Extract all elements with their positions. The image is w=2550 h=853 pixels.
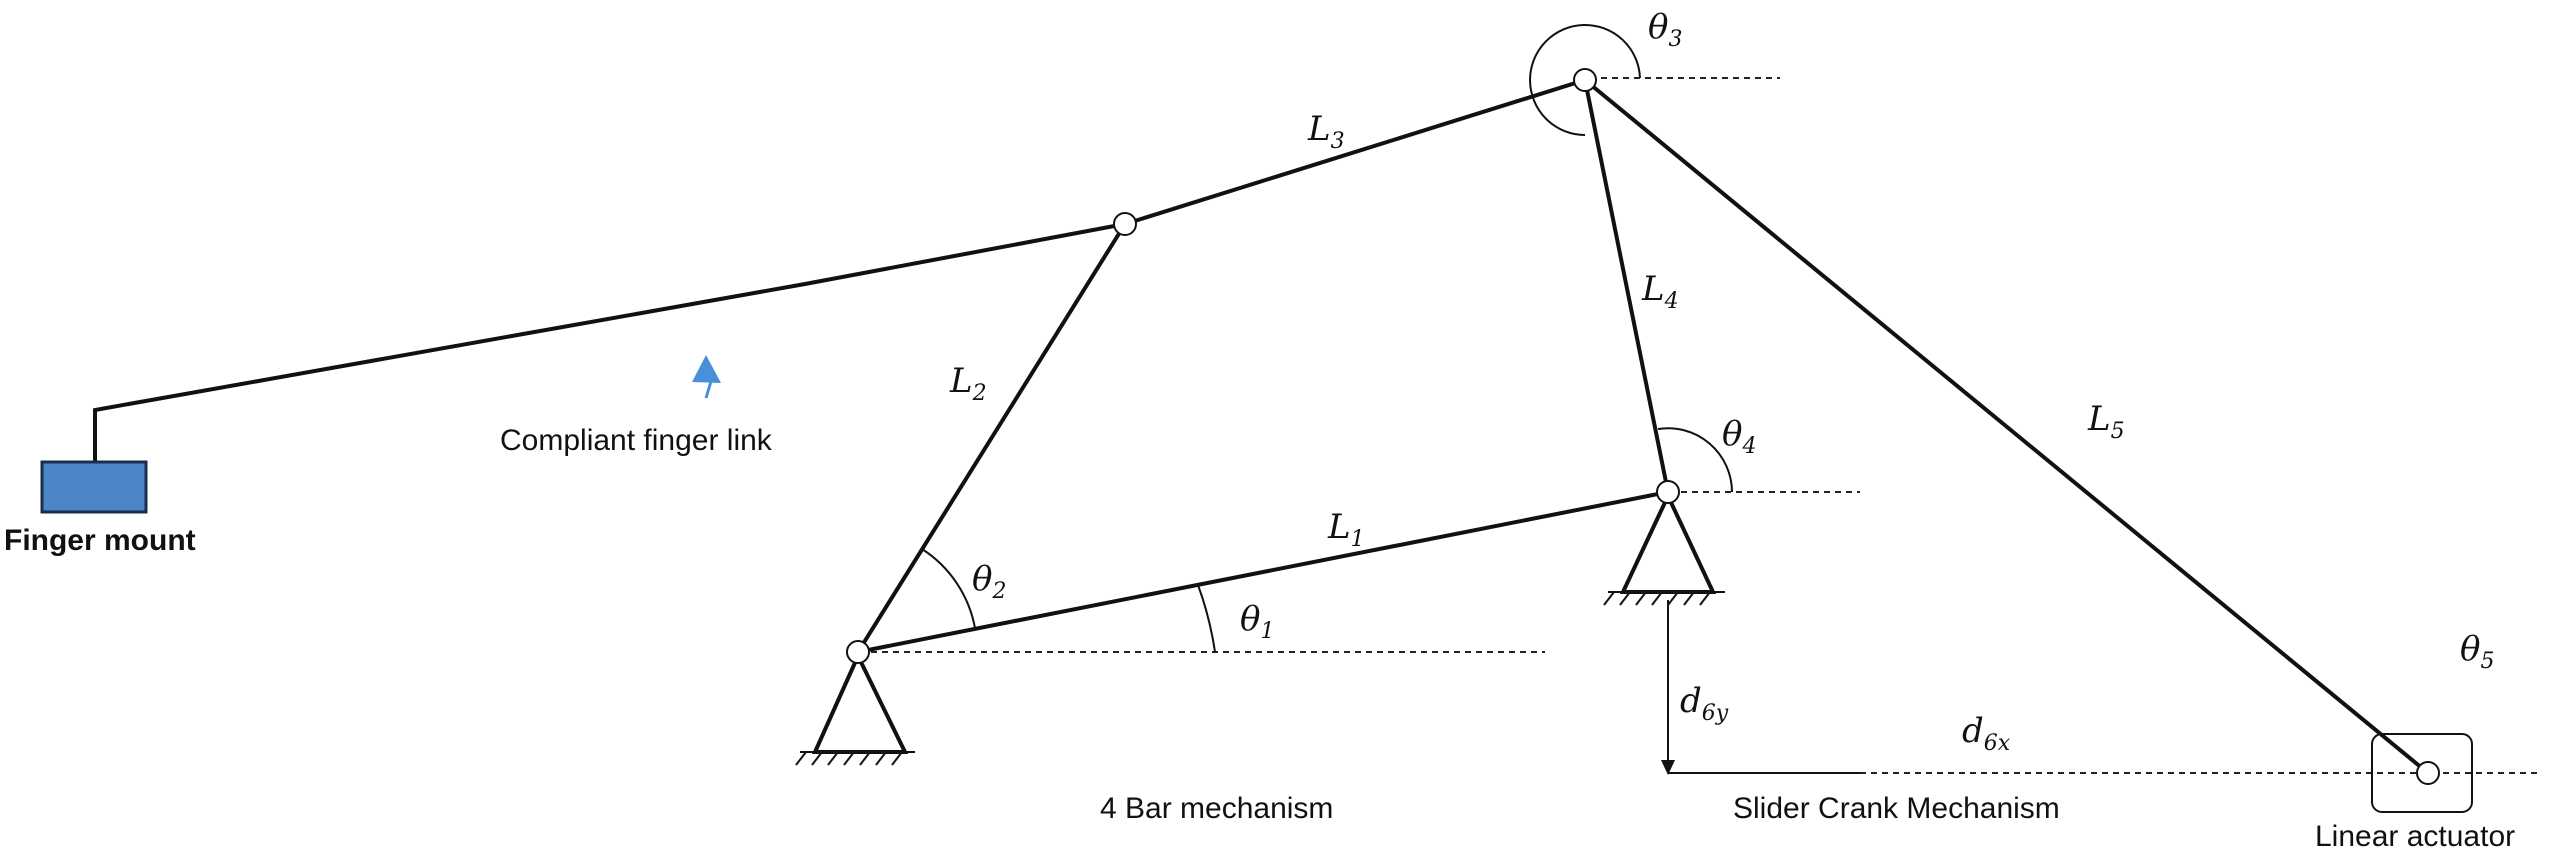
label-compliant-finger-link: Compliant finger link bbox=[500, 424, 773, 457]
label-L3: L3 bbox=[1307, 109, 1345, 154]
link-L2 bbox=[856, 222, 1127, 654]
theta3-arc bbox=[1529, 24, 1641, 136]
joint-slider bbox=[2416, 761, 2440, 785]
label-theta2: θ2 bbox=[972, 559, 1006, 604]
ground-support-right bbox=[1603, 491, 1725, 606]
compliant-finger-link bbox=[93, 222, 1127, 472]
link-L4 bbox=[1583, 78, 1670, 494]
label-d6y: d6y bbox=[1680, 681, 1729, 726]
ground-support-left bbox=[795, 651, 915, 766]
label-theta5: θ5 bbox=[2460, 629, 2494, 674]
label-linear-actuator: Linear actuator bbox=[2315, 820, 2515, 853]
joint-top bbox=[1573, 68, 1597, 92]
link-L5 bbox=[1583, 78, 2430, 775]
label-L4: L4 bbox=[1641, 269, 1679, 314]
label-d6x: d6x bbox=[1962, 711, 2011, 756]
label-finger-mount: Finger mount bbox=[4, 524, 196, 557]
finger-mount-block bbox=[40, 460, 148, 514]
label-slider-crank-mechanism: Slider Crank Mechanism bbox=[1733, 792, 2060, 825]
label-theta1: θ1 bbox=[1240, 599, 1274, 644]
theta4-arc bbox=[1657, 427, 1733, 493]
label-L5: L5 bbox=[2087, 399, 2125, 444]
joint-ground-left bbox=[846, 640, 870, 664]
label-theta4: θ4 bbox=[1722, 414, 1756, 459]
label-theta3: θ3 bbox=[1648, 7, 1682, 52]
label-L1: L1 bbox=[1327, 507, 1365, 552]
link-L3 bbox=[1123, 78, 1587, 226]
linear-actuator-box bbox=[2371, 733, 2473, 813]
compliant-link-arrow bbox=[692, 355, 721, 399]
d6y-arrowhead bbox=[1661, 760, 1675, 775]
joint-ground-right bbox=[1656, 480, 1680, 504]
joint-L2-L3 bbox=[1113, 212, 1137, 236]
theta1-arc bbox=[1197, 584, 1216, 653]
theta2-arc bbox=[921, 548, 976, 629]
label-4-bar-mechanism: 4 Bar mechanism bbox=[1100, 792, 1333, 825]
label-L2: L2 bbox=[949, 361, 987, 406]
link-L1 bbox=[856, 490, 1670, 654]
